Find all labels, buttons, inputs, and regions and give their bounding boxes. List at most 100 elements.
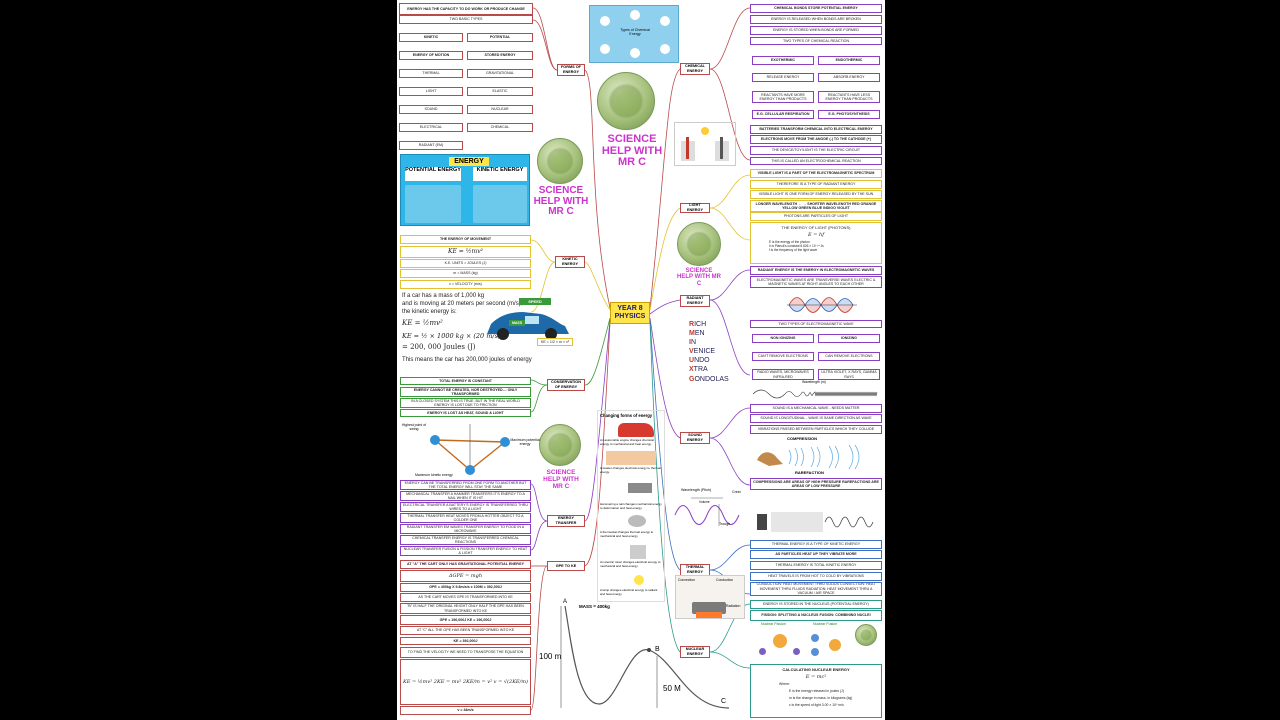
fusion-nucleus-b [811, 648, 819, 656]
radiant-1: ELECTROMAGNETIC WAVES ARE TRANSVERSE WAV… [750, 276, 882, 288]
forms-left-1: LIGHT [399, 87, 463, 96]
kinetic-movement: THE ENERGY OF MOVEMENT [400, 235, 531, 244]
light-4: PHOTONS ARE PARTICLES OF LIGHT [750, 212, 882, 221]
node-gpe-to-ke: GPE TO KE [547, 561, 585, 571]
fission-fragment-b [793, 648, 800, 655]
wave-volume-label: Volume [699, 500, 710, 504]
photon-formula: E = hf [807, 232, 825, 238]
coaster-height-50: 50 M [663, 684, 681, 693]
coaster-label-b: B [655, 646, 660, 653]
car-eq-1: KE = ½mv² [402, 319, 443, 328]
chem-poster-title: Types of Chemical Energy [620, 28, 650, 36]
nuclear-1: FISSION: SPLITTING A NUCLEUS FUSION: COM… [750, 610, 882, 621]
reaction-respiration: E.G. CELLULAR RESPIRATION [752, 110, 814, 119]
forms-capacity: ENERGY HAS THE CAPACITY TO DO WORK OR PR… [399, 3, 533, 15]
forms-potential-header: POTENTIAL [467, 33, 533, 42]
heat-transfer-illustration: Convection Conduction Radiation [675, 575, 745, 619]
light-1: THEREFORE IS A TYPE OF RADIANT ENERGY [750, 180, 882, 189]
ionizing-yes: IONIZING [818, 334, 880, 343]
transfer-0: ENERGY CAN BE TRANSFERRED FROM ONE FORM … [400, 480, 531, 490]
thermal-0: THERMAL ENERGY IS A TYPE OF KINETIC ENER… [750, 540, 882, 549]
transverse-wave-diagram [674, 497, 740, 526]
car-line-2: and is moving at 20 meters per second (m… [402, 301, 523, 308]
sound-wave-illustration [757, 444, 860, 470]
car-line-3: the kinetic energy is: [402, 309, 457, 316]
light-3: LONGER WAVELENGTH ← → SHORTER WAVELENGTH… [750, 200, 882, 212]
conservation-3: ENERGY IS LOST AS HEAT, SOUND & LIGHT [400, 409, 531, 417]
forms-stored: STORED ENERGY [467, 51, 533, 60]
car-eq-2: KE = ½ × 1000 kg × (20 m/s)² [402, 331, 504, 340]
forms-kinetic-header: KINETIC [399, 33, 463, 42]
chem-poster-icon-1 [600, 16, 610, 26]
fission-fusion-diagram: Nuclear Fission Nuclear Fusion [753, 622, 853, 662]
forms-left-2: SOUND [399, 105, 463, 114]
calc-nuclear-title: CALCULATING NUCLEAR ENERGY [782, 667, 850, 672]
battery-2: THE DEVICE/TOY/LIGHT IS THE ELECTRIC CIR… [750, 146, 882, 155]
calc-nuclear-note-2: c is the speed of light 3.00 × 10⁸ m/s [789, 703, 844, 707]
calc-nuclear-formula: E = mc² [805, 674, 827, 680]
gpe-7: KE = 392,000J [400, 637, 531, 645]
reaction-release: RELEASE ENERGY [752, 73, 814, 82]
roller-coaster-diagram [560, 605, 730, 709]
forms-right-3: CHEMICAL [467, 123, 533, 132]
changing-forms-caption-4: An electric mixer changes electrical ene… [600, 560, 661, 568]
pendulum-highest: Highest point of swing [401, 423, 427, 431]
nuclear-0: ENERGY IS STORED IN THE NUCLEUS (POTENTI… [750, 600, 882, 609]
changing-forms-caption-5: A lamp changes electrical energy to radi… [600, 588, 658, 596]
changing-forms-car [618, 423, 654, 437]
fusion-nucleus-a [811, 634, 819, 642]
poster-kinetic-illustrations [473, 185, 527, 223]
car-eq-3: = 200, 000 Joules (J) [402, 343, 476, 352]
fission-label: Nuclear Fission [761, 622, 786, 626]
changing-forms-lamp [634, 575, 644, 585]
fusion-product [829, 639, 841, 651]
thermal-2: THERMAL ENERGY IS TOTAL KINETIC ENERGY [750, 561, 882, 570]
node-forms-of-energy: FORMS OF ENERGY [557, 64, 585, 76]
forms-left-3: ELECTRICAL [399, 123, 463, 132]
thermal-4: CONDUCTION: HEAT MOVEMENT THRU SOLIDS CO… [750, 582, 882, 596]
gpe-1: ΔGPE = mgh [400, 570, 531, 582]
brand-logo-mid [539, 424, 581, 466]
forms-right-2: NUCLEAR [467, 105, 533, 114]
poster-potential-title: POTENTIAL ENERGY [405, 167, 461, 181]
forms-right-1: ELASTIC [467, 87, 533, 96]
em-wave-diagram [787, 297, 857, 313]
thermal-3: HEAT TRAVELS IS FROM HOT TO COLD BY VIBR… [750, 572, 882, 581]
radiant-0: RADIANT ENERGY IS THE ENERGY IN ELECTROM… [750, 266, 882, 275]
em-spectrum-mnemonic: RICH MEN IN VENICE UNDO XTRA GONDOLAS [689, 320, 729, 384]
chemical-energy-poster: Types of Chemical Energy [589, 5, 679, 63]
fission-fragment-a [759, 648, 766, 655]
mnemonic-5: XTRA [689, 366, 708, 374]
brand-logo-right [677, 222, 721, 266]
chemical-3: TWO TYPES OF CHEMICAL REACTION [750, 37, 882, 45]
node-kinetic-energy: KINETIC ENERGY [555, 256, 585, 268]
gpe-8: TO FIND THE VELOCITY WE NEED TO TRANSPOS… [400, 647, 531, 658]
sound-pressure-note: COMPRESSIONS ARE AREAS OF HIGH PRESSURE … [750, 478, 882, 490]
chem-poster-icon-3 [660, 16, 670, 26]
photon-panel: THE ENERGY OF LIGHT (PHOTONS) E = hf E i… [750, 222, 882, 264]
heat-pot [692, 602, 726, 614]
changing-forms-caption-1: A toaster changes electrical energy to t… [600, 466, 661, 474]
gpe-2: GPE = 400kg X 9.8m/s/s x 100M = 392,000J [400, 583, 531, 592]
energy-poster: ENERGY POTENTIAL ENERGY KINETIC ENERGY [400, 154, 530, 226]
mind-map-sheet: YEAR 8 PHYSICS SCIENCE HELP WITH MR C SC… [397, 0, 885, 720]
cell-bulb [701, 127, 709, 135]
changing-forms-hammer [628, 483, 652, 493]
coaster-height-100: 100 m [539, 652, 562, 661]
car-speed-label: SPEED [528, 299, 542, 304]
brand-logo-top [597, 72, 655, 130]
changing-forms-title: Changing forms of energy [600, 413, 653, 418]
gpe-3: AS THE CART MOVES GPE IS TRANSFORMED INT… [400, 593, 531, 602]
gpe-6: AT "C" ALL THE GPE HAS BEEN TRANSFORMED … [400, 626, 531, 635]
changing-forms-caption-3: A thermostat changes thermal energy to m… [600, 530, 654, 538]
transfer-4: RADIANT TRANSFER EM WAVES TRANSFER ENERG… [400, 524, 531, 534]
mnemonic-3: VENICE [689, 348, 716, 356]
thermal-1: AS PARTICLES HEAT UP THEY VIBRATE MORE [750, 550, 882, 559]
sound-rarefaction-label: RAREFACTION [795, 470, 824, 475]
battery-1: ELECTRONS MOVE FROM THE ANODE (-) TO THE… [750, 135, 882, 144]
conservation-1: ENERGY CANNOT BE CREATED, NOR DESTROYED.… [400, 387, 531, 397]
forms-two-types: TWO BASIC TYPES [399, 15, 533, 24]
mnemonic-0: RICH [689, 321, 707, 328]
mnemonic-4: UNDO [689, 357, 710, 365]
node-conservation: CONSERVATION OF ENERGY [547, 379, 585, 391]
